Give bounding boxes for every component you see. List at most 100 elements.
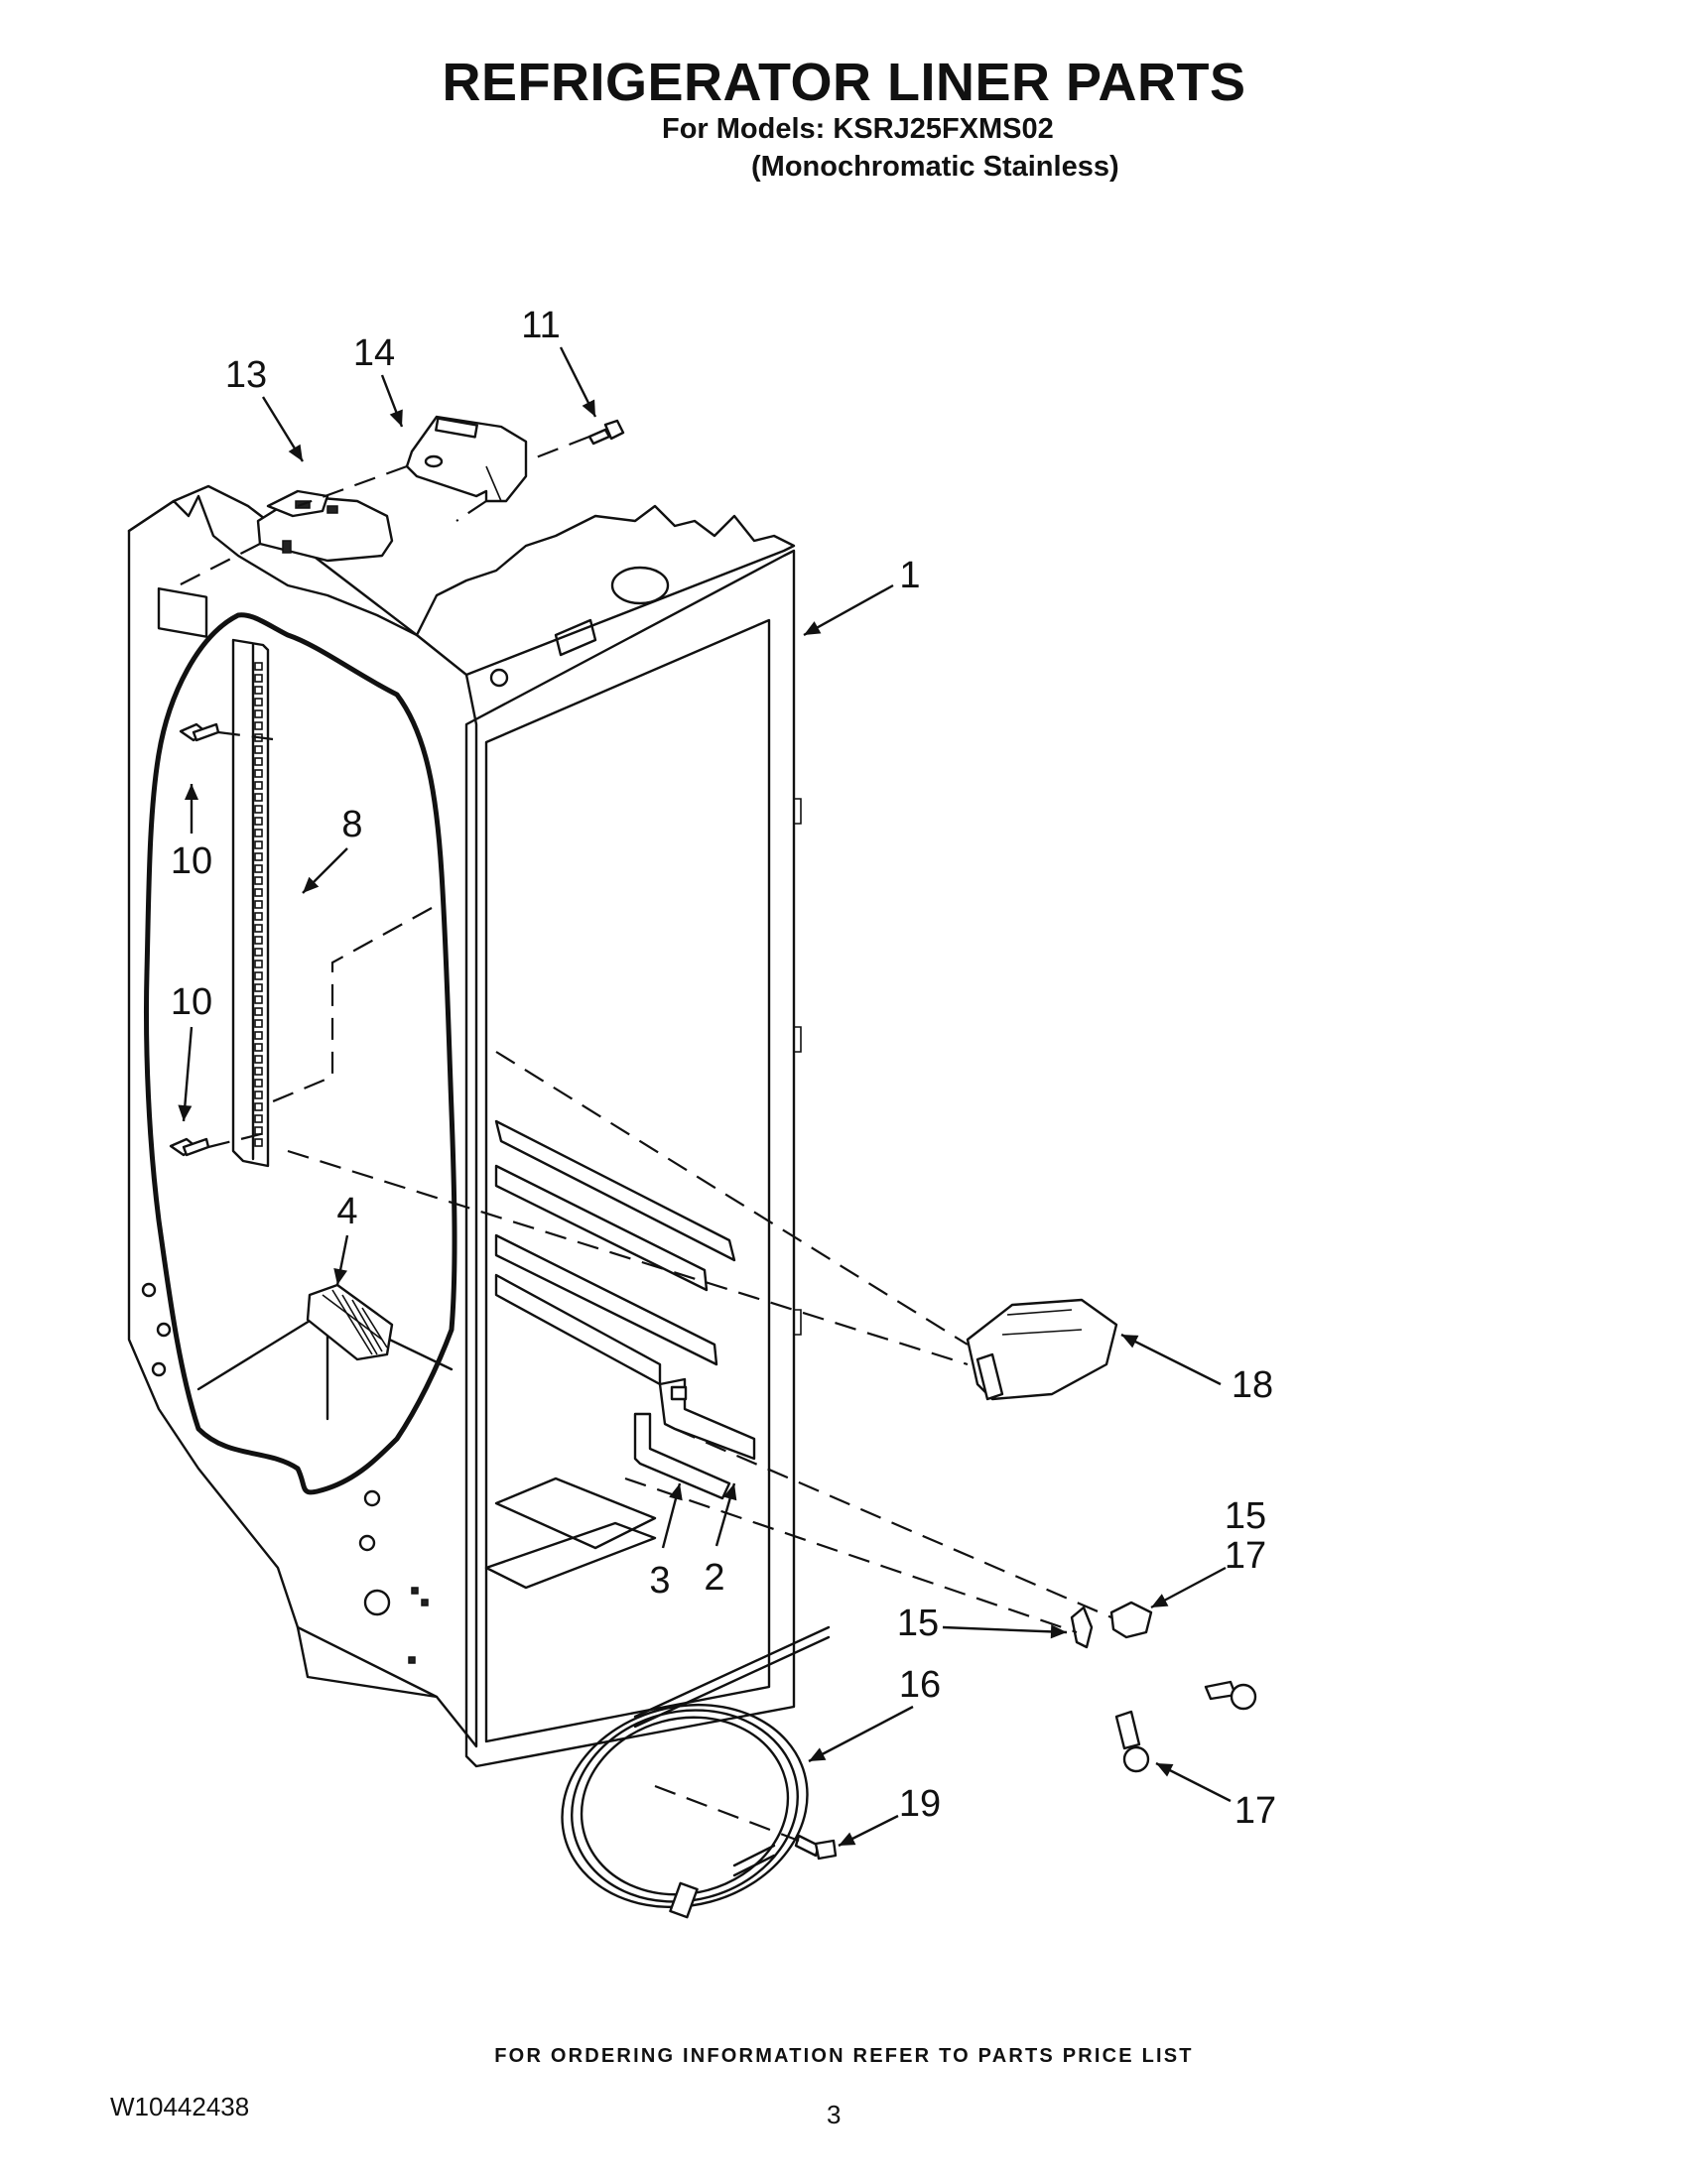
callout-arrow bbox=[803, 583, 894, 637]
callout-arrowhead bbox=[804, 621, 822, 635]
screw-10-lower bbox=[169, 1137, 210, 1157]
ladder-slot bbox=[254, 1007, 263, 1016]
callout-label: 18 bbox=[1232, 1364, 1273, 1406]
callout-arrow bbox=[942, 1625, 1068, 1634]
ladder-slot bbox=[254, 936, 263, 945]
callout-arrowhead bbox=[582, 399, 595, 417]
callout-label: 10 bbox=[171, 840, 212, 882]
callout-label: 3 bbox=[649, 1560, 670, 1602]
ladder-slot bbox=[254, 864, 263, 873]
screw-17-right bbox=[1204, 1680, 1257, 1711]
callout-label: 10 bbox=[171, 981, 212, 1023]
ladder-slot bbox=[254, 1055, 263, 1064]
ladder-slot bbox=[254, 662, 263, 671]
callout-label: 15 bbox=[897, 1603, 939, 1644]
ladder-slot bbox=[254, 1019, 263, 1028]
screw-17-lower bbox=[1114, 1710, 1150, 1773]
assembly-lines bbox=[178, 435, 1112, 1843]
page-number: 3 bbox=[827, 2100, 842, 2129]
callout-arrowhead bbox=[839, 1832, 856, 1846]
clip-15-right bbox=[1109, 1601, 1153, 1639]
ladder-slot bbox=[254, 769, 263, 778]
ladder-slot bbox=[254, 900, 263, 909]
model-number: KSRJ25FXMS02 bbox=[833, 113, 1054, 145]
callout-label: 19 bbox=[899, 1783, 941, 1825]
ladder-slot bbox=[254, 781, 263, 790]
bracket-2 bbox=[658, 1377, 756, 1461]
callout-label: 2 bbox=[704, 1557, 724, 1599]
ladder-slot bbox=[254, 948, 263, 957]
ladder-slot bbox=[254, 1043, 263, 1052]
callout-arrowhead bbox=[1151, 1594, 1169, 1607]
shelf-ladder-rail bbox=[231, 638, 270, 1168]
callout-arrowhead bbox=[303, 876, 320, 893]
ladder-slot bbox=[254, 1031, 263, 1040]
screw-11 bbox=[587, 419, 625, 446]
ordering-note: FOR ORDERING INFORMATION REFER TO PARTS … bbox=[494, 2045, 1194, 2067]
callout-label: 14 bbox=[353, 332, 395, 374]
ladder-slot bbox=[254, 912, 263, 921]
ladder-slot bbox=[254, 793, 263, 802]
callout-label: 17 bbox=[1225, 1535, 1266, 1577]
callout-arrowhead bbox=[1050, 1624, 1067, 1639]
callout-label: 8 bbox=[341, 804, 362, 845]
ladder-slot bbox=[254, 829, 263, 837]
models-label: For Models: bbox=[662, 113, 826, 145]
callout-arrowhead bbox=[1156, 1763, 1174, 1777]
callout-arrowhead bbox=[178, 1104, 193, 1121]
ladder-slot bbox=[254, 995, 263, 1004]
callout-arrowhead bbox=[1121, 1335, 1139, 1349]
liner-cabinet bbox=[127, 484, 802, 1768]
ladder-slot bbox=[254, 924, 263, 933]
air-vent-grille bbox=[306, 1283, 394, 1361]
ladder-slot bbox=[254, 960, 263, 968]
ladder-slot bbox=[254, 1091, 263, 1099]
callout-label: 1 bbox=[899, 555, 920, 596]
callout-arrowhead bbox=[722, 1483, 737, 1501]
ladder-slot bbox=[254, 721, 263, 730]
ladder-slot bbox=[254, 1114, 263, 1123]
ladder-slot bbox=[254, 1138, 263, 1147]
model-line: For Models:KSRJ25FXMS02 bbox=[662, 113, 1054, 146]
ladder-slot bbox=[254, 840, 263, 849]
ladder-slot bbox=[254, 1079, 263, 1088]
page-title: REFRIGERATOR LINER PARTS bbox=[442, 53, 1246, 112]
ladder-slot bbox=[254, 674, 263, 683]
shelf-support-bars bbox=[494, 1119, 736, 1386]
ladder-slot bbox=[254, 888, 263, 897]
water-tubing-coil bbox=[561, 1625, 831, 1919]
document-number: W10442438 bbox=[110, 2092, 250, 2121]
ladder-slot bbox=[254, 745, 263, 754]
callout-label: 11 bbox=[521, 305, 560, 346]
ladder-slot bbox=[254, 698, 263, 707]
callout-arrow bbox=[1120, 1333, 1222, 1386]
callout-label: 15 bbox=[1225, 1495, 1266, 1537]
callout-arrowhead bbox=[669, 1483, 683, 1501]
ladder-slot bbox=[254, 852, 263, 861]
callout-label: 4 bbox=[336, 1191, 357, 1232]
callout-arrowhead bbox=[389, 409, 403, 427]
ladder-slot bbox=[254, 971, 263, 980]
callout-arrowhead bbox=[288, 444, 303, 461]
ladder-slot bbox=[254, 876, 263, 885]
screw-19 bbox=[794, 1834, 838, 1861]
clip-15-left bbox=[1070, 1606, 1094, 1649]
callout-arrowhead bbox=[333, 1267, 348, 1285]
part-18-housing bbox=[966, 1298, 1118, 1401]
callout-arrow bbox=[808, 1705, 914, 1763]
screw-10-upper bbox=[179, 722, 220, 742]
ladder-slot bbox=[254, 817, 263, 826]
model-variant: (Monochromatic Stainless) bbox=[751, 151, 1119, 183]
control-module bbox=[256, 489, 394, 563]
callout-label: 17 bbox=[1234, 1790, 1276, 1832]
mounting-bracket bbox=[405, 415, 528, 503]
ladder-slot bbox=[254, 805, 263, 814]
ladder-slot bbox=[254, 1102, 263, 1111]
callout-label: 16 bbox=[899, 1664, 941, 1706]
ladder-slot bbox=[254, 1067, 263, 1076]
callout-label: 13 bbox=[225, 354, 267, 396]
ladder-slot bbox=[254, 686, 263, 695]
ladder-slot bbox=[254, 709, 263, 718]
callout-arrowhead bbox=[809, 1747, 827, 1761]
